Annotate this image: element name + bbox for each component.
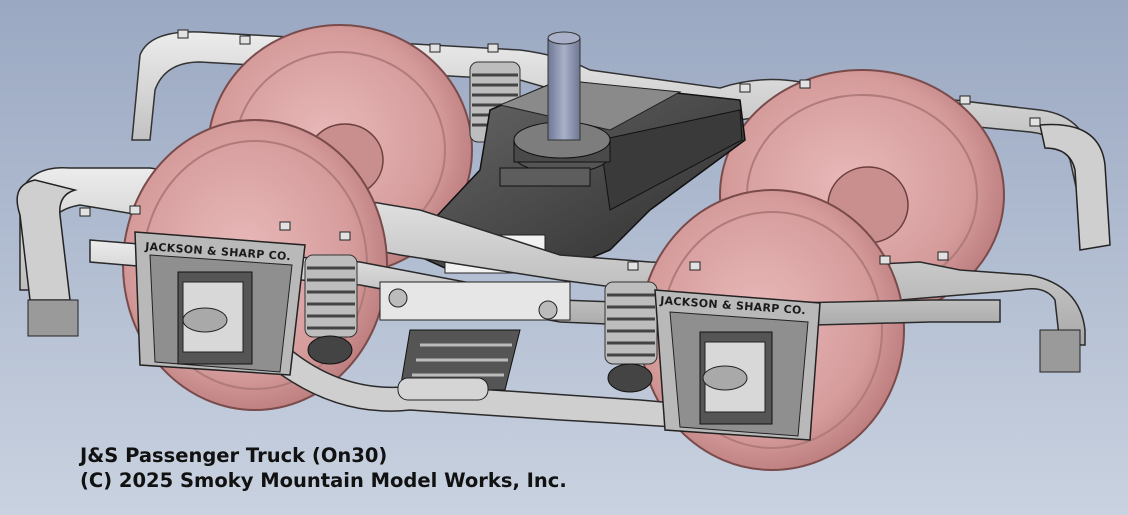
frame-bolts (79, 29, 1041, 271)
caption: J&S Passenger Truck (On30) (C) 2025 Smok… (80, 443, 567, 493)
caption-copyright: (C) 2025 Smoky Mountain Model Works, Inc… (80, 469, 567, 492)
front-spring-left (304, 254, 358, 365)
caption-title: J&S Passenger Truck (On30) (80, 444, 388, 467)
kingpin (547, 31, 581, 141)
right-end-bracket (1039, 123, 1111, 251)
front-spring-right (604, 281, 658, 393)
journal-box-right: JACKSON & SHARP CO. (654, 289, 821, 441)
journal-box-left: JACKSON & SHARP CO. (134, 231, 306, 376)
spring-plank (379, 281, 571, 321)
